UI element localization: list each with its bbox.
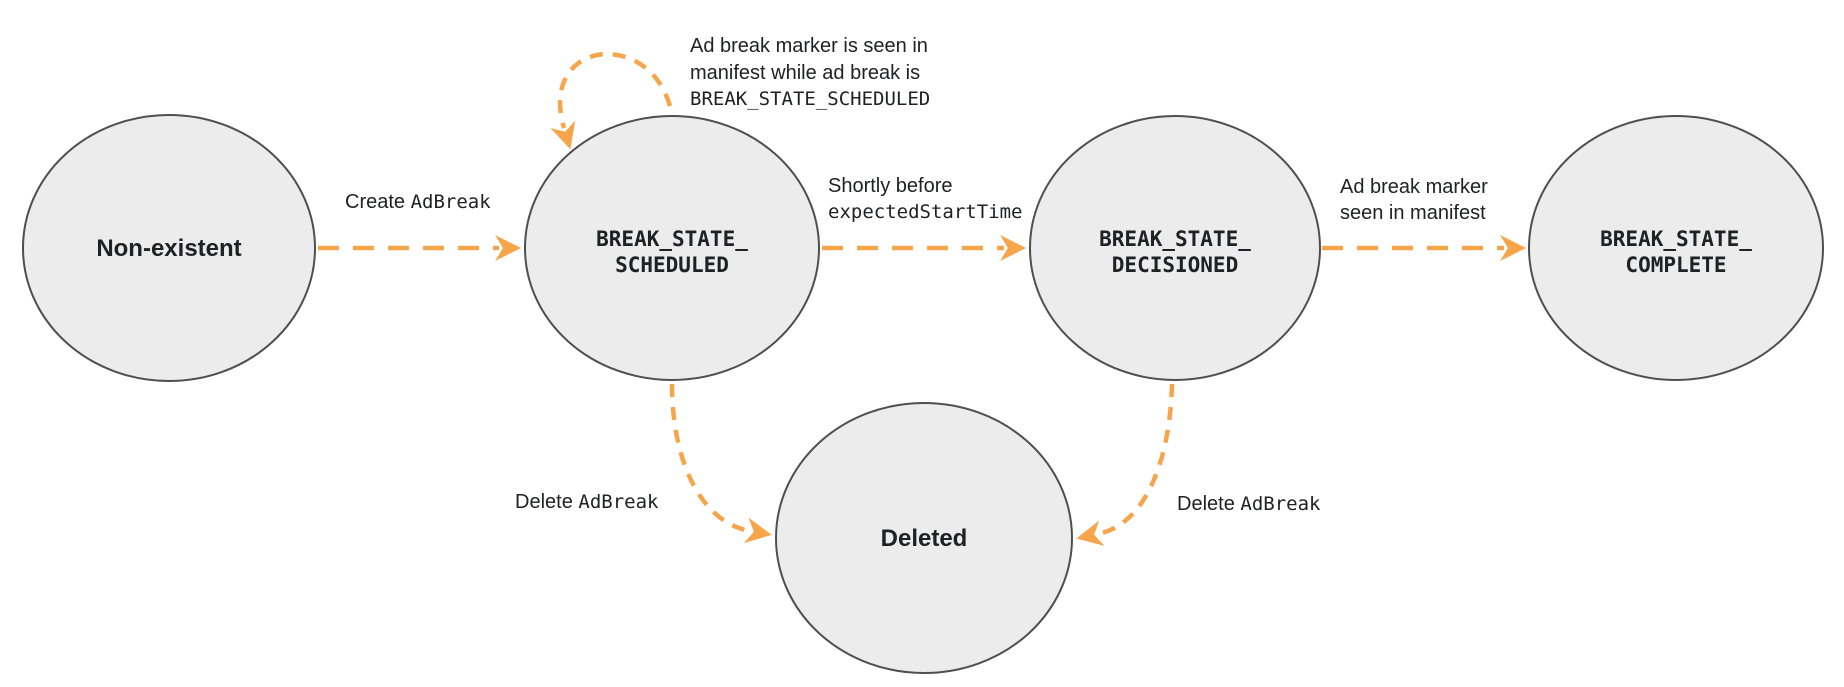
edge-label-self-loop-line3: BREAK_STATE_SCHEDULED [690, 88, 930, 110]
state-break-state-scheduled-label-line1: BREAK_STATE_ [596, 227, 748, 251]
edge-label-self-loop-line2: manifest while ad break is [690, 62, 920, 84]
edge-delete-from-decisioned [1076, 383, 1175, 546]
edge-label-delete-from-decisioned: Delete AdBreak [1177, 493, 1321, 515]
edge-self-loop-scheduled [550, 51, 673, 150]
edge-label-delete-from-scheduled: Delete AdBreak [515, 491, 659, 513]
edge-label-marker-seen: Ad break marker seen in manifest [1340, 176, 1488, 224]
state-break-state-scheduled-shape [524, 115, 820, 381]
state-non-existent-label: Non-existent [96, 235, 241, 262]
edge-label-marker-seen-line2: seen in manifest [1340, 202, 1486, 224]
state-break-state-scheduled: BREAK_STATE_ SCHEDULED [524, 115, 820, 381]
state-break-state-scheduled-label-line2: SCHEDULED [615, 253, 729, 277]
edge-label-self-loop-line1: Ad break marker is seen in [690, 35, 928, 57]
state-break-state-complete-shape [1528, 115, 1824, 381]
edge-label-delete-from-decisioned-text: Delete [1177, 493, 1240, 515]
edge-label-delete-from-decisioned-code: AdBreak [1240, 493, 1321, 515]
state-break-state-decisioned-shape [1029, 115, 1321, 381]
state-non-existent-shape [22, 114, 316, 382]
state-break-state-decisioned: BREAK_STATE_ DECISIONED [1029, 115, 1321, 381]
edge-label-create-adbreak-code: AdBreak [411, 191, 492, 213]
state-non-existent: Non-existent [22, 114, 316, 382]
edge-label-shortly-before-code: expectedStartTime [828, 201, 1022, 223]
state-break-state-complete-label-line2: COMPLETE [1625, 253, 1726, 277]
edge-label-shortly-before: Shortly before expectedStartTime [828, 175, 1022, 223]
edge-label-self-loop: Ad break marker is seen in manifest whil… [690, 35, 930, 110]
edge-label-marker-seen-line1: Ad break marker [1340, 176, 1488, 198]
state-deleted-label: Deleted [881, 525, 968, 552]
state-break-state-complete-label-line1: BREAK_STATE_ [1600, 227, 1752, 251]
state-deleted: Deleted [775, 402, 1073, 674]
state-break-state-decisioned-label-line2: DECISIONED [1112, 253, 1238, 277]
edge-label-shortly-before-line1: Shortly before [828, 175, 953, 197]
edge-label-create-adbreak-text: Create [345, 191, 411, 213]
state-break-state-decisioned-label-line1: BREAK_STATE_ [1099, 227, 1251, 251]
edge-delete-from-scheduled [669, 383, 772, 544]
edge-label-delete-from-scheduled-text: Delete [515, 491, 578, 513]
state-deleted-shape [775, 402, 1073, 674]
state-break-state-complete: BREAK_STATE_ COMPLETE [1528, 115, 1824, 381]
edge-label-delete-from-scheduled-code: AdBreak [578, 491, 659, 513]
edge-label-create-adbreak: Create AdBreak [345, 191, 491, 213]
